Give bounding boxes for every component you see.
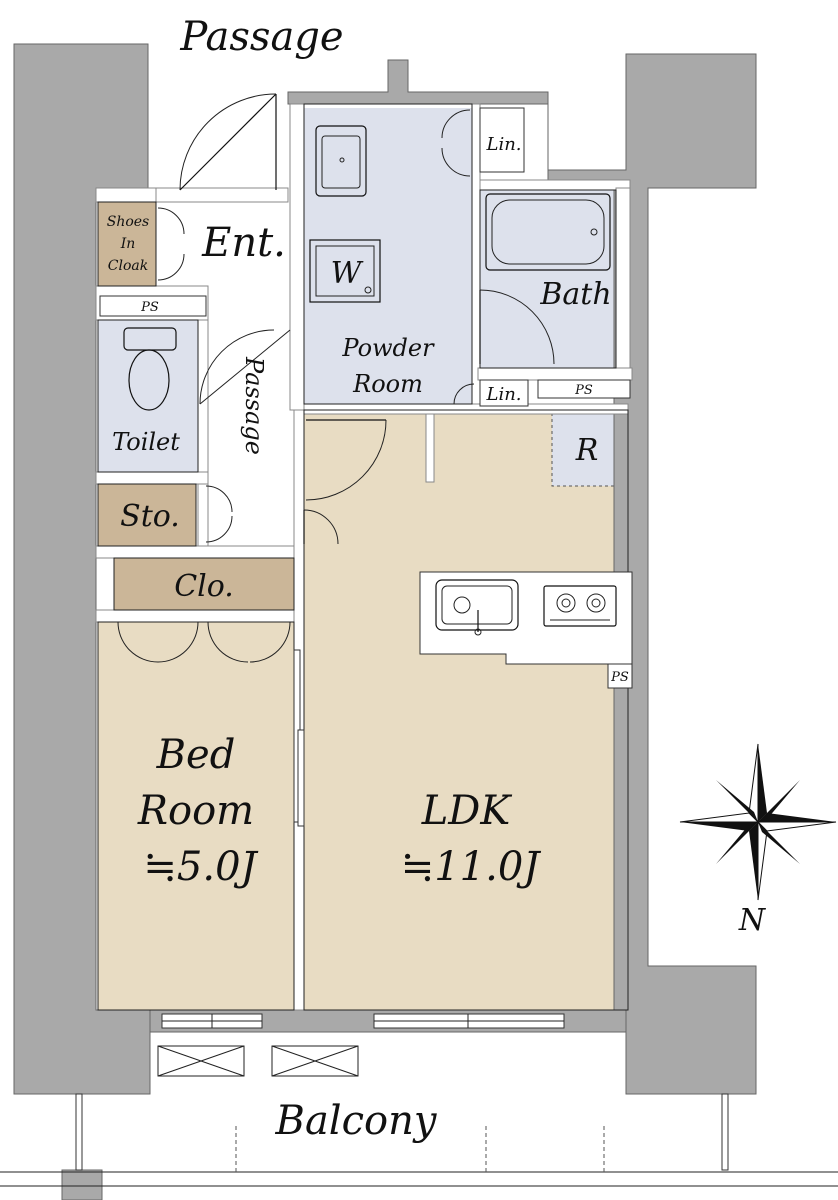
sink-icon bbox=[435, 579, 519, 636]
shoes-cloak-fill bbox=[98, 202, 156, 286]
bath-door bbox=[479, 289, 555, 365]
linen-closet-bottom bbox=[479, 379, 529, 407]
wall-ldk-north bbox=[303, 403, 629, 415]
wall-entrance-north bbox=[147, 187, 289, 203]
wall-powder-east bbox=[471, 103, 481, 405]
wall-bath-south bbox=[477, 367, 633, 381]
label-washer: W bbox=[331, 256, 364, 291]
closet-doors bbox=[117, 621, 291, 663]
wall-shoes-north bbox=[95, 187, 157, 203]
wall-storage-south bbox=[95, 545, 295, 559]
storage-outline bbox=[97, 483, 197, 547]
wall-bath-north bbox=[479, 179, 631, 191]
entrance-door bbox=[179, 93, 277, 191]
pillar bbox=[61, 1169, 103, 1200]
wall-powder-west bbox=[289, 103, 305, 411]
shoes-outline bbox=[97, 201, 157, 287]
label-linen-top: Lin. bbox=[485, 134, 521, 155]
wall-closet-south bbox=[95, 609, 295, 623]
wall-toilet-east bbox=[197, 319, 209, 547]
ps-box-toilet bbox=[99, 295, 207, 317]
label-bedroom-2: Room bbox=[137, 788, 254, 834]
label-ps-toilet: PS bbox=[140, 300, 159, 315]
kitchen-counter bbox=[419, 571, 633, 665]
label-closet: Clo. bbox=[174, 569, 234, 604]
washer-icon bbox=[309, 239, 381, 303]
label-ps-kitchen: PS bbox=[610, 670, 629, 685]
bath-floor bbox=[480, 190, 616, 368]
closet-outline bbox=[113, 557, 295, 611]
toilet-door bbox=[199, 329, 291, 405]
shoes-doors bbox=[157, 207, 185, 281]
ldk-outline bbox=[303, 409, 629, 1011]
powder-outline bbox=[303, 103, 473, 405]
lower-passage-door bbox=[303, 509, 339, 545]
storage-doors bbox=[205, 485, 233, 543]
label-balcony: Balcony bbox=[275, 1098, 438, 1144]
linen-closet-top bbox=[479, 107, 525, 173]
toilet-floor bbox=[98, 320, 198, 472]
label-storage: Sto. bbox=[120, 499, 180, 534]
toilet-icon bbox=[123, 327, 177, 411]
closet-fill bbox=[114, 558, 294, 610]
fridge-space bbox=[551, 413, 623, 487]
label-bedroom-area: ≒5.0J bbox=[143, 844, 258, 890]
wall-toilet-south bbox=[95, 471, 209, 485]
ldk-door bbox=[305, 419, 387, 501]
wall-bath-east bbox=[615, 187, 631, 369]
label-entrance: Ent. bbox=[201, 220, 286, 266]
label-toilet: Toilet bbox=[112, 428, 180, 456]
label-passage-inner: Passage bbox=[240, 356, 268, 455]
label-shoes-1: Shoes bbox=[107, 214, 150, 230]
ldk-window bbox=[373, 1013, 565, 1029]
label-bedroom-1: Bed bbox=[156, 732, 236, 778]
outdoor-units bbox=[157, 1045, 359, 1077]
bath-outline bbox=[479, 189, 617, 369]
label-shoes-2: In bbox=[120, 236, 136, 252]
label-north: N bbox=[738, 903, 767, 938]
bedroom-sliding-door bbox=[293, 649, 305, 827]
label-shoes-3: Cloak bbox=[108, 258, 148, 274]
balcony-railing bbox=[0, 1093, 838, 1187]
label-linen-bottom: Lin. bbox=[485, 384, 521, 405]
kitchen-ps-box bbox=[607, 663, 633, 689]
label-passage-top: Passage bbox=[179, 14, 343, 60]
label-powder-2: Room bbox=[352, 370, 423, 398]
label-ps-bath: PS bbox=[574, 383, 593, 398]
label-bath: Bath bbox=[539, 277, 611, 312]
stove-icon bbox=[543, 585, 617, 627]
label-powder-1: Powder bbox=[341, 334, 435, 362]
washbasin-icon bbox=[315, 125, 367, 197]
bedroom-window bbox=[161, 1013, 263, 1029]
toilet-outline bbox=[97, 319, 199, 473]
storage-fill bbox=[98, 484, 196, 546]
label-ldk-area: ≒11.0J bbox=[401, 844, 542, 890]
wall-ldk-stub bbox=[425, 413, 435, 483]
label-ldk: LDK bbox=[421, 788, 513, 834]
ldk-floor bbox=[304, 410, 628, 1010]
bathtub-icon bbox=[485, 193, 611, 271]
bedroom-floor bbox=[98, 622, 294, 1010]
linen-doors bbox=[441, 109, 475, 405]
label-fridge: R bbox=[575, 433, 599, 468]
west-wall bbox=[13, 43, 151, 1095]
compass-icon bbox=[679, 743, 837, 901]
ps-box-bath bbox=[537, 379, 631, 399]
